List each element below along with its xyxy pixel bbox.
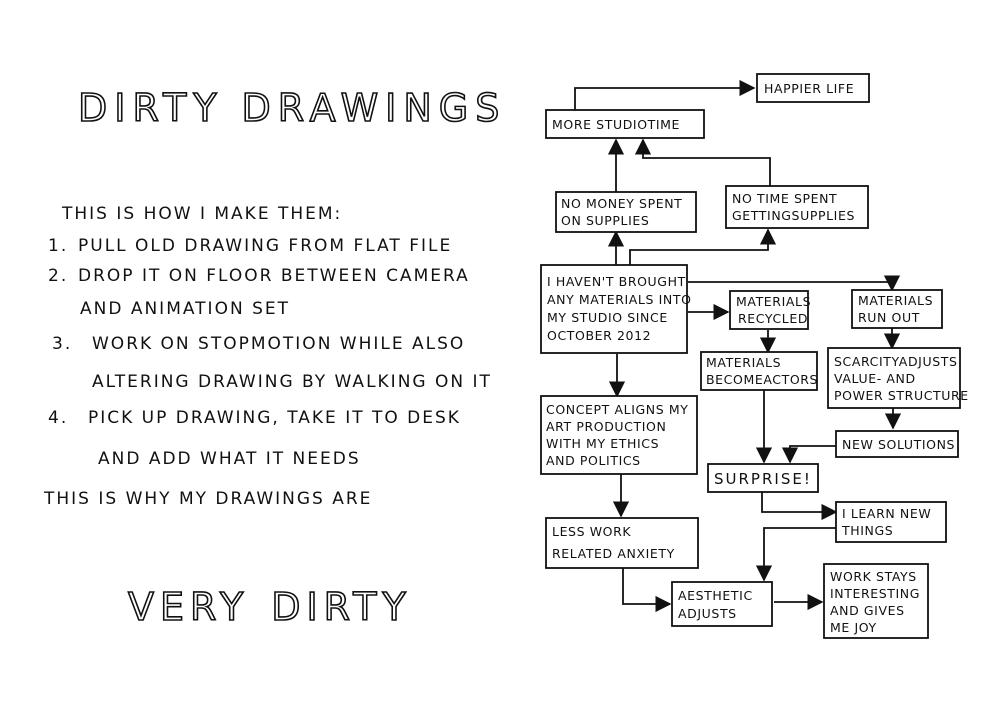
node-scarcity-line-1: SCARCITYADJUSTS [834,354,958,369]
node-materials-recycled: MATERIALS RECYCLED [729,290,811,330]
node-aesthetic-adjusts: AESTHETIC ADJUSTS [671,581,773,627]
node-concept-aligns: CONCEPT ALIGNS MY ART PRODUCTION WITH MY… [540,395,698,475]
node-recycled-line-1: MATERIALS [736,294,811,309]
step-2-number: 2. [48,266,69,286]
node-workstays-line-3: AND GIVES [830,603,905,618]
title-word-2: DRAWINGS [241,85,507,131]
node-havent-line-4: OCTOBER 2012 [547,328,651,343]
title-word-1: DIRTY [77,85,224,131]
node-actors-line-1: MATERIALS [706,355,781,370]
arrow-learnnew-to-aesthetic [755,527,836,582]
node-havent-line-3: MY STUDIO SINCE [547,310,668,325]
step-4-continuation: AND ADD WHAT IT NEEDS [98,449,361,469]
node-no-money-spent: NO MONEY SPENT ON SUPPLIES [555,191,697,233]
node-aesthetic-line-1: AESTHETIC [678,588,753,603]
arrow-lesswork-to-aesthetic [622,568,672,613]
node-more-studio-time-line-1: MORE STUDIOTIME [552,117,680,132]
step-2-continuation: AND ANIMATION SET [80,299,290,319]
node-runout-line-1: MATERIALS [858,293,933,308]
node-more-studio-time: MORE STUDIOTIME [545,109,705,139]
connectors [574,79,902,613]
node-havent-line-2: ANY MATERIALS INTO [547,292,692,307]
step-2-text: DROP IT ON FLOOR BETWEEN CAMERA [78,266,470,286]
step-4-text: PICK UP DRAWING, TAKE IT TO DESK [88,408,461,428]
node-materials-run-out: MATERIALS RUN OUT [851,289,943,329]
node-workstays-line-1: WORK STAYS [830,569,917,584]
node-no-time-line-2: GETTINGSUPPLIES [732,208,855,223]
step-3-number: 3. [52,334,73,354]
node-learn-new-things: I LEARN NEW THINGS [835,501,947,543]
step-3: 3. WORK ON STOPMOTION WHILE ALSO [52,334,465,354]
step-3-text: WORK ON STOPMOTION WHILE ALSO [92,334,466,354]
node-havent-brought: I HAVEN'T BROUGHT ANY MATERIALS INTO MY … [540,264,692,354]
node-new-solutions: NEW SOLUTIONS [835,430,959,458]
node-learn-line-2: THINGS [841,523,893,538]
node-happier-life-line-1: HAPPIER LIFE [764,81,854,96]
node-actors-line-2: BECOMEACTORS [706,372,818,387]
node-surprise: SURPRISE! [707,463,819,493]
node-happier-life: HAPPIER LIFE [756,73,870,103]
step-4: 4. PICK UP DRAWING, TAKE IT TO DESK [48,408,461,428]
node-no-time-spent: NO TIME SPENT GETTINGSUPPLIES [725,185,869,229]
node-havent-line-1: I HAVEN'T BROUGHT [547,274,686,289]
node-concept-line-3: WITH MY ETHICS [546,436,659,451]
node-concept-line-1: CONCEPT ALIGNS MY [546,402,688,417]
node-no-money-line-2: ON SUPPLIES [561,213,649,228]
node-work-stays-interesting: WORK STAYS INTERESTING AND GIVES ME JOY [823,563,929,639]
node-learn-line-1: I LEARN NEW [842,506,931,521]
step-2: 2. DROP IT ON FLOOR BETWEEN CAMERA [48,266,470,286]
step-1-number: 1. [48,236,69,256]
node-runout-line-2: RUN OUT [858,310,920,325]
node-scarcity-line-2: VALUE- AND [834,371,916,386]
step-1-text: PULL OLD DRAWING FROM FLAT FILE [78,236,453,256]
arrow-notime-to-studiotime [634,138,771,186]
closing-word-2: DIRTY [270,584,412,630]
node-lesswork-line-2: RELATED ANXIETY [552,546,675,561]
outro-text: THIS IS WHY MY DRAWINGS ARE [44,489,373,509]
node-lesswork-line-1: LESS WORK [552,524,631,539]
node-concept-line-4: AND POLITICS [546,453,641,468]
intro-text: THIS IS HOW I MAKE THEM: [62,204,343,224]
node-scarcity-adjusts: SCARCITYADJUSTS VALUE- AND POWER STRUCTU… [827,347,969,409]
node-workstays-line-4: ME JOY [830,620,877,635]
node-recycled-line-2: RECYCLED [738,311,808,326]
node-concept-line-2: ART PRODUCTION [546,419,666,434]
step-3-continuation: ALTERING DRAWING BY WALKING ON IT [92,372,492,392]
closing-title: VERY DIRTY [127,584,412,630]
node-new-solutions-line-1: NEW SOLUTIONS [842,437,955,452]
node-aesthetic-line-2: ADJUSTS [678,606,737,621]
arrow-surprise-to-learnnew [761,492,838,521]
step-1: 1. PULL OLD DRAWING FROM FLAT FILE [48,236,452,256]
page-title: DIRTY DRAWINGS [77,85,507,131]
step-4-number: 4. [48,408,69,428]
node-no-time-line-1: NO TIME SPENT [732,191,837,206]
arrow-havent-to-runout [688,275,901,292]
node-materials-become-actors: MATERIALS BECOMEACTORS [700,351,818,391]
closing-word-1: VERY [127,584,250,630]
arrow-newsolutions-to-surprise [781,445,836,464]
arrow-havent-to-notime [629,228,777,265]
node-no-money-line-1: NO MONEY SPENT [561,196,682,211]
node-surprise-line-1: SURPRISE! [714,470,812,488]
node-less-work: LESS WORK RELATED ANXIETY [545,517,699,569]
node-workstays-line-2: INTERESTING [830,586,920,601]
node-scarcity-line-3: POWER STRUCTURE [834,388,969,403]
arrow-studiotime-to-happier-life [574,79,756,110]
